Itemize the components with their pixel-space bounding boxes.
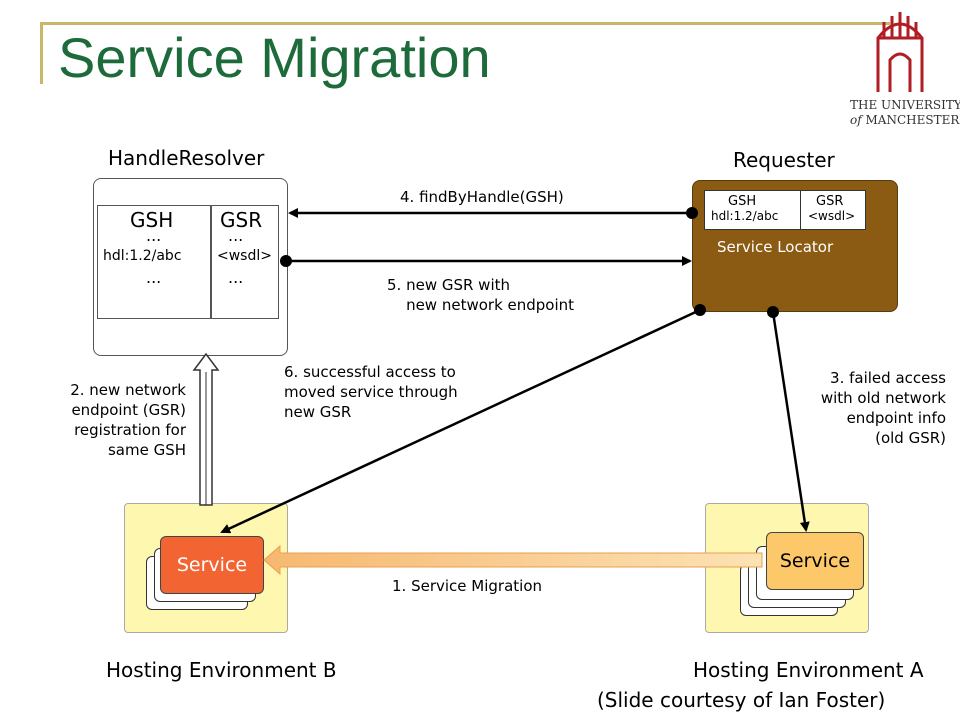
arrow-successful-access <box>220 308 701 534</box>
arrow-find-by-handle-dot <box>686 207 698 219</box>
step-3-label: 3. failed access with old network endpoi… <box>820 369 946 447</box>
slide-credit: (Slide courtesy of Ian Foster) <box>597 688 886 712</box>
university-name: MANCHESTER <box>865 113 960 127</box>
hosting-env-b-label: Hosting Environment B <box>106 658 337 682</box>
arrow-service-migration <box>263 544 763 576</box>
hr-gsr-dots-bottom: ... <box>228 268 244 287</box>
step-4-label: 4. findByHandle(GSH) <box>400 188 564 206</box>
step-5-label: 5. new GSR with new network endpoint <box>387 276 575 314</box>
requester-label: Requester <box>733 148 835 172</box>
hr-gsr-dots-top: ... <box>228 226 244 245</box>
arrow-failed-access <box>771 311 810 532</box>
university-of: of <box>850 113 862 127</box>
requester-table <box>704 190 866 230</box>
title-frame-top <box>40 22 890 25</box>
hr-gsh-dots-top: ... <box>146 226 162 245</box>
service-b: Service <box>160 536 264 594</box>
handle-resolver-label: HandleResolver <box>108 146 265 170</box>
requester-table-divider <box>800 190 801 230</box>
req-gsh-header: GSH <box>728 194 757 209</box>
req-gsr-header: GSR <box>816 194 844 209</box>
hr-gsh-header: GSH <box>130 208 174 232</box>
step-1-label: 1. Service Migration <box>392 577 543 595</box>
hr-gsh-value: hdl:1.2/abc <box>103 248 182 264</box>
university-line1: THE UNIVERSITY <box>850 98 960 112</box>
handle-resolver-table-divider <box>210 205 212 319</box>
slide-title: Service Migration <box>58 26 491 89</box>
university-crest-icon <box>870 8 930 100</box>
handle-resolver-table <box>97 205 279 319</box>
hr-gsh-dots-bottom: ... <box>146 268 162 287</box>
arrow-failed-access-dot <box>767 306 779 318</box>
arrow-new-gsr-dot <box>280 255 292 267</box>
hr-gsr-value: <wsdl> <box>217 248 272 264</box>
service-a: Service <box>766 532 864 590</box>
req-gsh-value: hdl:1.2/abc <box>711 209 779 223</box>
university-wordmark: THE UNIVERSITY of MANCHESTER <box>850 98 960 128</box>
hosting-env-a-label: Hosting Environment A <box>693 658 924 682</box>
step-6-label: 6. successful access to moved service th… <box>284 363 458 421</box>
arrow-successful-access-dot <box>694 304 706 316</box>
service-locator-label: Service Locator <box>717 238 834 256</box>
step-2-label: 2. new network endpoint (GSR) registrati… <box>70 381 186 459</box>
req-gsr-value: <wsdl> <box>808 209 856 223</box>
hr-gsr-header: GSR <box>220 208 263 232</box>
university-line2: of MANCHESTER <box>850 113 960 128</box>
title-frame-left <box>40 22 43 84</box>
